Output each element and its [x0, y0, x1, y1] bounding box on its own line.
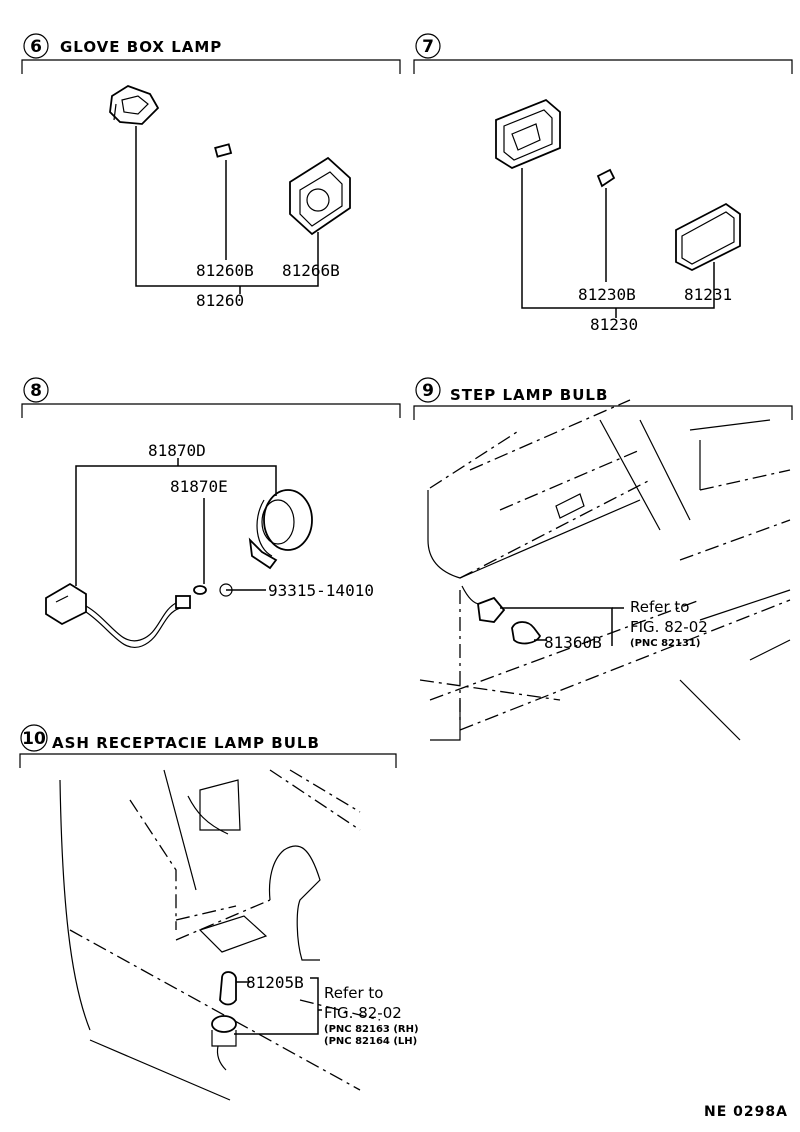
part-93315-14010-label: 93315-14010: [268, 581, 374, 600]
ash-ref-line1: Refer to: [324, 984, 383, 1002]
part-81266B-label: 81266B: [282, 261, 340, 280]
section-9: 9 STEP LAMP BULB: [413, 377, 793, 741]
ash-ref-pnc2: (PNC 82164 (LH): [324, 1036, 417, 1047]
step-ref-pnc: (PNC 82131): [630, 638, 700, 649]
part-81260-label: 81260: [196, 291, 244, 310]
section-6-bracket: [21, 59, 401, 74]
section-10-number: 10: [22, 729, 46, 749]
section-10: 10 ASH RECEPTACIE LAMP BULB: [19, 724, 419, 1101]
section-7-number-circle: [415, 33, 441, 59]
part-81870D-label: 81870D: [148, 441, 206, 460]
section-8: 8 81870D 81870E 93315-14010: [21, 377, 401, 649]
glove-box-lamp-socket-icon: [109, 85, 160, 125]
section-6-number: 6: [30, 37, 42, 57]
part-81205B-label: 81205B: [246, 973, 304, 992]
step-lamp-socket-icon: [461, 585, 506, 623]
glove-box-lens-icon: [289, 156, 351, 236]
section-9-bracket: [413, 405, 793, 420]
part-81360B-label: 81360B: [544, 633, 602, 652]
lamp-bulb-icon: [596, 168, 616, 188]
wire-harness: [85, 601, 179, 642]
ash-lamp-socket-icon: [211, 1015, 237, 1071]
part-81870E-label: 81870E: [170, 477, 228, 496]
section-8-number-circle: [23, 377, 49, 403]
section-9-number-circle: [415, 377, 441, 403]
lamp-lens-icon: [675, 202, 741, 272]
section-8-number: 8: [30, 381, 42, 401]
part-81230B-label: 81230B: [578, 285, 636, 304]
lamp-housing-icon: [495, 98, 561, 170]
diagram-code: NE 0298A: [704, 1104, 788, 1120]
ash-lamp-bulb-icon: [219, 971, 237, 1006]
part-81230-label: 81230: [590, 315, 638, 334]
section-9-number: 9: [422, 381, 434, 401]
step-lamp-bulb-icon: [511, 621, 542, 645]
ash-ref-line2: FIG. 82-02: [324, 1004, 402, 1022]
section-6-number-circle: [23, 33, 49, 59]
section-10-title: ASH RECEPTACIE LAMP BULB: [52, 734, 320, 752]
section-7-bracket: [413, 59, 793, 74]
lamp-ring-icon: [248, 489, 313, 570]
wire-connector-icon: [45, 582, 87, 626]
section-7: 7 81230B 81231 81230: [413, 33, 793, 334]
section-7-number: 7: [422, 37, 434, 57]
section-8-bracket: [21, 403, 401, 418]
section-10-number-circle: [20, 724, 48, 752]
ash-receptacle-area-illustration: [59, 769, 381, 1101]
section-6: 6 GLOVE BOX LAMP 81260B 81266B 81260: [21, 33, 401, 310]
glove-box-bulb-icon: [214, 143, 233, 158]
section-6-title: GLOVE BOX LAMP: [60, 38, 222, 56]
wire-plug-icon: [175, 595, 191, 609]
small-bulb-icon: [193, 585, 207, 595]
section-10-bracket: [19, 753, 397, 768]
step-area-illustration: [419, 399, 791, 741]
section-9-title: STEP LAMP BULB: [450, 386, 608, 404]
part-81260B-label: 81260B: [196, 261, 254, 280]
ash-ref-pnc1: (PNC 82163 (RH): [324, 1024, 419, 1035]
step-ref-line1: Refer to: [630, 598, 689, 616]
step-ref-line2: FIG. 82-02: [630, 618, 708, 636]
part-81231-label: 81231: [684, 285, 732, 304]
